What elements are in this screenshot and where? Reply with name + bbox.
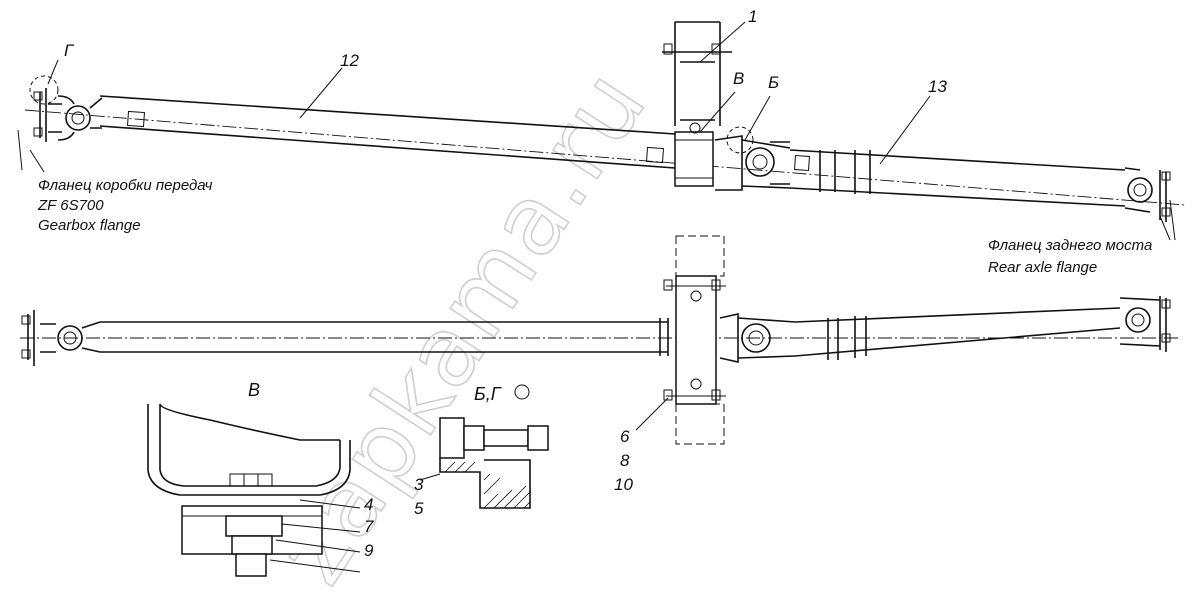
middle-rear-yoke xyxy=(1119,296,1171,352)
label-1: 1 xyxy=(748,7,757,26)
label-12: 12 xyxy=(340,51,359,70)
front-shaft-tube xyxy=(99,95,676,169)
rear-axle-caption-ru: Фланец заднего моста xyxy=(988,237,1152,254)
gearbox-caption-ru: Фланец коробки передач xyxy=(38,177,213,194)
rear-axle-caption-en: Rear axle flange xyxy=(988,259,1097,276)
label-v-top: В xyxy=(733,69,744,88)
top-shaft-assembly xyxy=(17,21,1186,241)
label-v-detail: В xyxy=(248,380,260,400)
label-10: 10 xyxy=(614,475,633,494)
label-5: 5 xyxy=(414,499,424,518)
middle-right-joint xyxy=(719,313,796,363)
rear-axle-yoke xyxy=(1124,167,1171,222)
label-4: 4 xyxy=(364,495,373,514)
label-bg-detail: Б,Г xyxy=(474,384,502,404)
center-support-middle xyxy=(663,235,726,445)
gearbox-caption-en: Gearbox flange xyxy=(38,217,141,234)
label-9: 9 xyxy=(364,541,374,560)
middle-left-yoke xyxy=(21,310,101,366)
gearbox-end-yoke xyxy=(29,75,103,142)
label-8: 8 xyxy=(620,451,630,470)
detail-bg xyxy=(419,384,549,509)
label-13: 13 xyxy=(928,77,947,96)
label-7: 7 xyxy=(364,517,374,536)
center-support-top xyxy=(662,21,732,187)
gearbox-caption-model: ZF 6S700 xyxy=(37,197,104,214)
label-6: 6 xyxy=(620,427,630,446)
label-g-top: Г xyxy=(64,41,75,60)
label-3: 3 xyxy=(414,475,424,494)
detail-v xyxy=(147,403,361,577)
middle-shaft-assembly xyxy=(20,235,1180,445)
intermediate-joint xyxy=(714,126,791,191)
rear-shaft-tube xyxy=(789,149,1126,207)
label-b-top: Б xyxy=(768,73,779,92)
